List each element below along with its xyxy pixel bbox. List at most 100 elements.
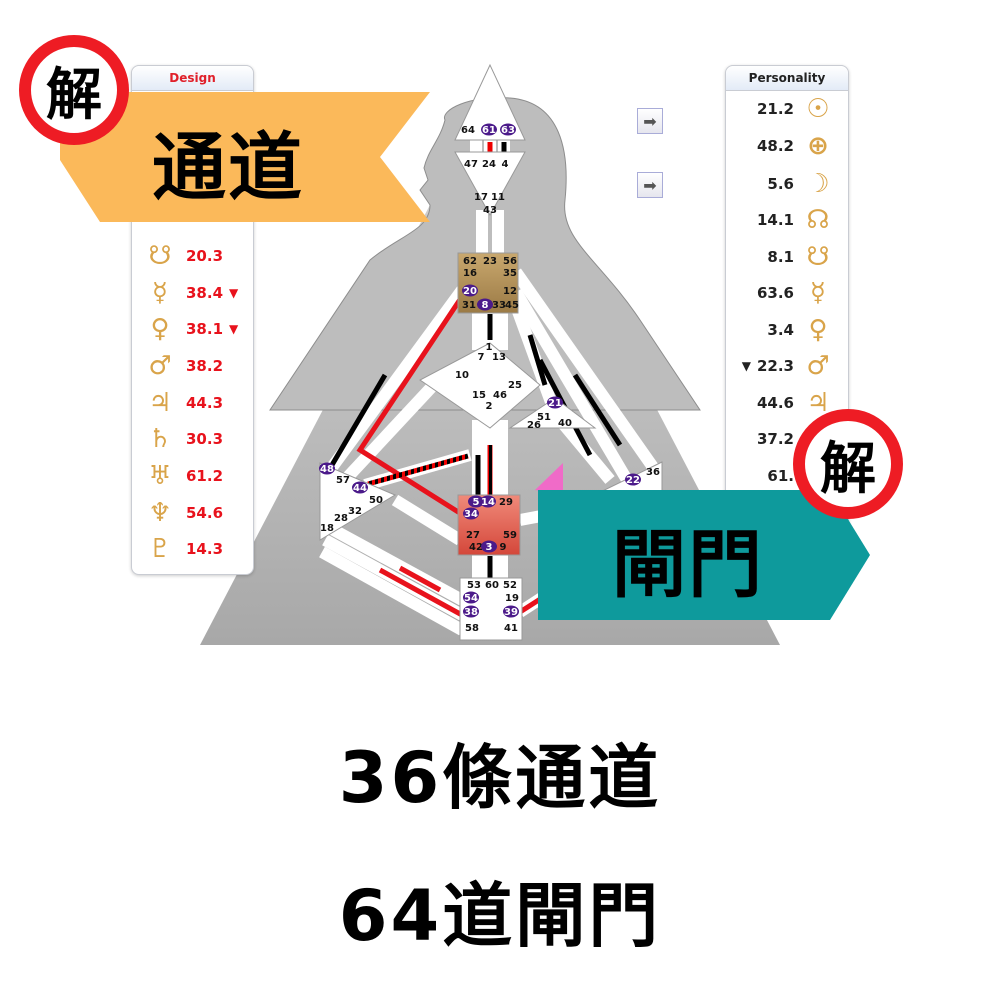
gate-number: 24 [482, 159, 496, 170]
arrow-right-button[interactable]: ➡ [637, 108, 663, 134]
gate-number: 57 [336, 475, 350, 486]
gate-number: 13 [492, 352, 506, 363]
gate-line-value: 38.2 [186, 357, 224, 375]
arrow-right-icon: ➡ [643, 175, 657, 195]
gate-number: 21 [548, 398, 562, 409]
seal-char: 解 [46, 62, 102, 128]
planet-row: 61. [755, 461, 834, 491]
gate-line-value: 14.1 [756, 211, 794, 229]
gate-number: 46 [493, 390, 507, 401]
planet-glyph-icon: ♃ [806, 388, 830, 418]
gate-number: 33 [492, 300, 506, 311]
ajna-center [454, 151, 526, 217]
gate-number: 26 [527, 420, 541, 431]
seal-char: 解 [820, 436, 876, 502]
planet-row: 3.4♀ [755, 315, 834, 345]
planet-glyph-icon: ☿ [810, 278, 826, 308]
gate-number: 56 [503, 256, 517, 267]
gate-number: 12 [503, 286, 517, 297]
gate-number: 1 [486, 342, 493, 353]
gate-number: 22 [626, 475, 640, 486]
gate-line-value: 30.3 [186, 430, 224, 448]
gate-number: 14 [481, 497, 495, 508]
gate-number: 39 [504, 607, 518, 618]
gate-line-value: 22.3 [756, 357, 794, 375]
gate-number: 64 [461, 125, 475, 136]
active-gate-marker [463, 605, 479, 618]
retrograde-marker: ▼ [741, 359, 751, 373]
gates-banner-text: 閘門 [612, 522, 764, 608]
gate-number: 27 [466, 530, 480, 541]
gate-line-value: 38.4 [186, 284, 224, 302]
active-gate-marker [625, 473, 641, 486]
gate-line-value: 38.1 [186, 320, 224, 338]
active-gate-marker [481, 123, 497, 136]
gate-number: 18 [320, 523, 334, 534]
gate-line-value: 14.3 [186, 540, 224, 558]
gate-number: 52 [503, 580, 517, 591]
gate-number: 59 [503, 530, 517, 541]
gate-line-value: 21.2 [756, 100, 794, 118]
gate-number: 48 [320, 464, 334, 475]
gate-number: 19 [505, 593, 519, 604]
gate-number: 63 [501, 125, 515, 136]
planet-row: 21.2☉ [745, 94, 834, 124]
gate-number: 23 [483, 256, 497, 267]
planet-row: 14.1 ☊ [745, 205, 834, 235]
gate-number: 42 [469, 542, 483, 553]
planet-glyph-icon: ♆ [148, 498, 172, 528]
pink-marker [535, 463, 563, 495]
planet-glyph-icon: ☋ [148, 241, 172, 271]
gate-number: 50 [369, 495, 383, 506]
gate-line-value: 5.6 [767, 175, 794, 193]
planet-glyph-icon: ♂ [806, 351, 830, 381]
gate-number: 51 [537, 412, 551, 423]
active-gate-marker [462, 284, 478, 297]
gate-number: 40 [558, 418, 572, 429]
planet-row: ♀38.1▼ [144, 314, 244, 344]
active-gate-marker [500, 123, 516, 136]
active-gate-marker [503, 605, 519, 618]
gate-number: 34 [464, 509, 478, 520]
gate-number: 29 [499, 497, 513, 508]
planet-row: ♂ 38.2 [144, 351, 235, 381]
gate-number: 38 [464, 607, 478, 618]
gate-line-value: 63.6 [756, 284, 794, 302]
active-gate-marker [352, 481, 368, 494]
gate-number: 47 [464, 159, 478, 170]
active-gate-marker [477, 298, 493, 311]
planet-glyph-icon: ☊ [806, 205, 830, 235]
planet-glyph-icon: ⊕ [807, 131, 829, 161]
arrow-right-button[interactable]: ➡ [637, 172, 663, 198]
gate-number: 15 [472, 390, 486, 401]
planet-glyph-icon: ♂ [148, 351, 172, 381]
gate-number: 11 [491, 192, 505, 203]
gate-number: 5 [473, 497, 480, 508]
planet-row: ▼ 22.3 ♂ [736, 351, 834, 381]
gate-number: 31 [462, 300, 476, 311]
planet-row: ♅61.2 [144, 461, 235, 491]
planet-row: ♇14.3 [144, 534, 235, 564]
gate-number: 25 [508, 380, 522, 391]
planet-row: ♆54.6 [144, 498, 235, 528]
active-gate-marker [468, 495, 484, 508]
seal-badge: 解 [796, 412, 900, 516]
planet-row: ♄ 30.3 [144, 424, 235, 454]
gate-line-value: 8.1 [767, 248, 794, 266]
planet-glyph-icon: ♄ [148, 424, 172, 454]
seal-badge: 解 [22, 38, 126, 142]
gate-line-value: 37.2 [756, 430, 794, 448]
gate-number: 32 [348, 506, 362, 517]
planet-row: 37.2 [745, 424, 834, 454]
gate-line-value: 61.2 [186, 467, 224, 485]
active-gate-marker [463, 591, 479, 604]
footer-line-2: 64道閘門 [338, 875, 662, 957]
planet-row: ♃44.3 [144, 388, 235, 418]
planet-row: 63.6 ☿ [745, 278, 834, 308]
head-center [454, 63, 526, 141]
gate-number: 4 [502, 159, 509, 170]
active-gate-marker [481, 540, 497, 553]
gate-number: 61 [482, 125, 496, 136]
active-gate-marker [463, 507, 479, 520]
